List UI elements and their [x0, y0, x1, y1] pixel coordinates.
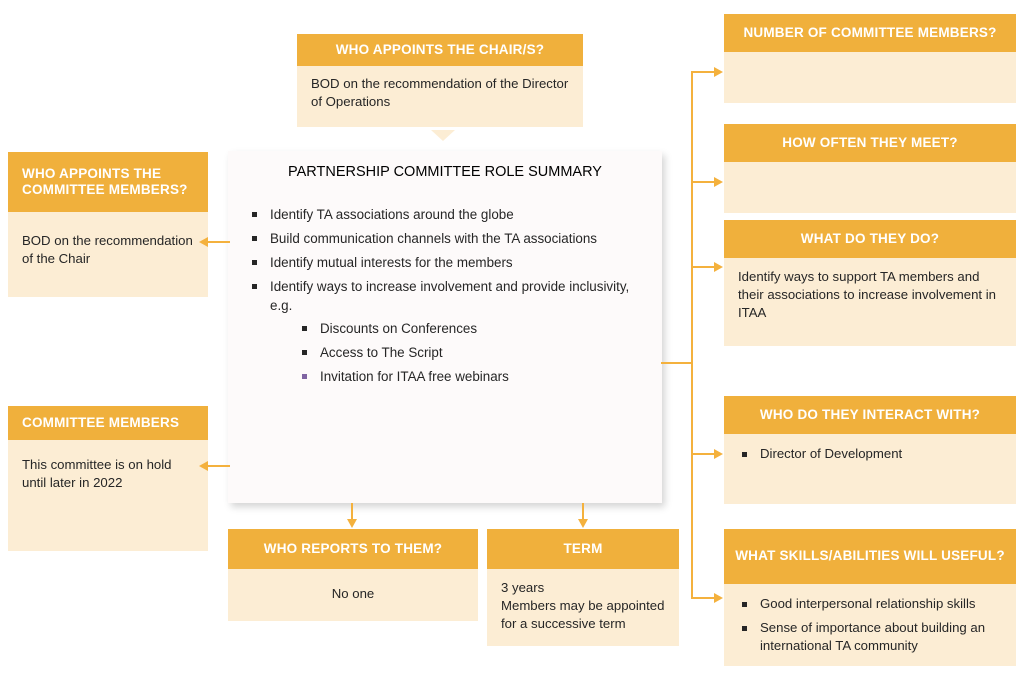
card-who-appoints-committee-members[interactable]: WHO APPOINTS THE COMMITTEE MEMBERS? BOD … — [8, 152, 208, 297]
arrow-right-branch-2-head — [714, 177, 723, 187]
connector-right-branch-2 — [691, 181, 716, 183]
card-how-often-they-meet-title: HOW OFTEN THEY MEET? — [724, 124, 1016, 162]
connector-left-upper — [208, 241, 230, 243]
list-item: Access to The Script — [294, 343, 646, 362]
card-who-reports-to-them-body: No one — [228, 569, 478, 621]
arrow-right-branch-3-head — [714, 262, 723, 272]
card-what-skills-abilities-will-useful-title: WHAT SKILLS/ABILITIES WILL USEFUL? — [724, 529, 1016, 584]
card-who-do-they-interact-with-body: Director of Development — [724, 434, 1016, 504]
card-who-appoints-chairs[interactable]: WHO APPOINTS THE CHAIR/S? BOD on the rec… — [297, 34, 583, 133]
arrow-bottom-right-head — [578, 519, 588, 528]
arrow-left-upper-head — [199, 237, 208, 247]
card-what-skills-abilities-will-useful[interactable]: WHAT SKILLS/ABILITIES WILL USEFUL? Good … — [724, 529, 1016, 666]
list-item: Build communication channels with the TA… — [244, 229, 646, 248]
card-number-of-committee-members[interactable]: NUMBER OF COMMITTEE MEMBERS? — [724, 14, 1016, 103]
card-committee-members-body: This committee is on hold until later in… — [8, 440, 208, 551]
connector-left-lower — [208, 465, 230, 467]
main-sub-bullet-list: Discounts on Conferences Access to The S… — [294, 319, 646, 386]
list-item: Identify ways to increase involvement an… — [244, 277, 646, 386]
card-term-title: TERM — [487, 529, 679, 569]
card-who-appoints-chairs-body: BOD on the recommendation of the Directo… — [297, 66, 583, 128]
card-who-reports-to-them[interactable]: WHO REPORTS TO THEM? No one — [228, 529, 478, 621]
card-what-do-they-do[interactable]: WHAT DO THEY DO? Identify ways to suppor… — [724, 220, 1016, 346]
skills-bullet-list: Good interpersonal relationship skills S… — [734, 595, 1006, 656]
connector-right-trunk — [691, 71, 693, 599]
card-who-do-they-interact-with[interactable]: WHO DO THEY INTERACT WITH? Director of D… — [724, 396, 1016, 504]
card-term[interactable]: TERM 3 years Members may be appointed fo… — [487, 529, 679, 646]
card-how-often-they-meet-body — [724, 162, 1016, 213]
interact-bullet-list: Director of Development — [734, 445, 1006, 464]
list-item-text: Identify ways to increase involvement an… — [270, 279, 630, 314]
connector-right-branch-3 — [691, 266, 716, 268]
card-term-body: 3 years Members may be appointed for a s… — [487, 569, 679, 646]
arrow-right-branch-1-head — [714, 67, 723, 77]
arrow-right-branch-4-head — [714, 449, 723, 459]
list-item: Director of Development — [734, 445, 1006, 464]
card-who-do-they-interact-with-title: WHO DO THEY INTERACT WITH? — [724, 396, 1016, 434]
card-how-often-they-meet[interactable]: HOW OFTEN THEY MEET? — [724, 124, 1016, 213]
card-who-appoints-committee-members-title: WHO APPOINTS THE COMMITTEE MEMBERS? — [8, 152, 208, 212]
connector-right-branch-4 — [691, 453, 716, 455]
card-what-do-they-do-body: Identify ways to support TA members and … — [724, 258, 1016, 346]
main-card-title: PARTNERSHIP COMMITTEE ROLE SUMMARY — [288, 164, 602, 180]
main-bullet-list: Identify TA associations around the glob… — [244, 205, 646, 386]
main-card-body: Identify TA associations around the glob… — [228, 193, 662, 386]
connector-right-branch-5 — [691, 597, 716, 599]
card-what-do-they-do-title: WHAT DO THEY DO? — [724, 220, 1016, 258]
card-who-appoints-committee-members-body: BOD on the recommendation of the Chair — [8, 212, 208, 297]
card-what-skills-abilities-will-useful-body: Good interpersonal relationship skills S… — [724, 584, 1016, 666]
connector-bottom-right — [582, 503, 584, 521]
card-number-of-committee-members-title: NUMBER OF COMMITTEE MEMBERS? — [724, 14, 1016, 52]
list-item: Sense of importance about building an in… — [734, 619, 1006, 656]
card-who-reports-to-them-title: WHO REPORTS TO THEM? — [228, 529, 478, 569]
arrow-bottom-left-head — [347, 519, 357, 528]
card-committee-members[interactable]: COMMITTEE MEMBERS This committee is on h… — [8, 406, 208, 551]
list-item: Invitation for ITAA free webinars — [294, 367, 646, 386]
card-who-appoints-chairs-title: WHO APPOINTS THE CHAIR/S? — [297, 34, 583, 67]
list-item: Good interpersonal relationship skills — [734, 595, 1006, 614]
connector-right-stub — [661, 362, 693, 364]
connector-bottom-left — [351, 503, 353, 521]
arrow-right-branch-5-head — [714, 593, 723, 603]
arrow-left-lower-head — [199, 461, 208, 471]
list-item: Identify TA associations around the glob… — [244, 205, 646, 224]
list-item: Identify mutual interests for the member… — [244, 253, 646, 272]
connector-right-branch-1 — [691, 71, 716, 73]
card-number-of-committee-members-body — [724, 52, 1016, 103]
top-connector-notch — [431, 130, 455, 141]
card-committee-members-title: COMMITTEE MEMBERS — [8, 406, 208, 440]
list-item: Discounts on Conferences — [294, 319, 646, 338]
card-partnership-committee-role-summary[interactable]: PARTNERSHIP COMMITTEE ROLE SUMMARY Ident… — [228, 151, 662, 503]
